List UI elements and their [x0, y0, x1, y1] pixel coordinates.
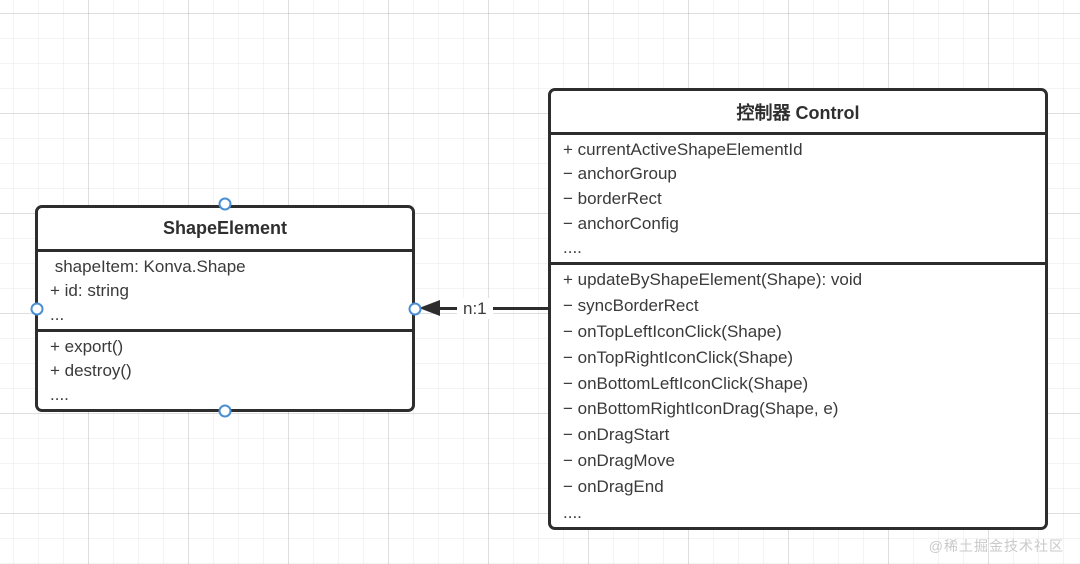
class-title-control: 控制器 Control: [551, 91, 1045, 135]
method-row: − onDragStart: [563, 425, 670, 445]
field-row: ....: [563, 238, 582, 258]
anchor-handle-top[interactable]: [218, 197, 232, 211]
field-row: ...: [50, 305, 65, 325]
method-row: ....: [563, 502, 582, 522]
anchor-handle-bottom[interactable]: [218, 404, 232, 418]
method-row: − syncBorderRect: [563, 296, 699, 316]
fields-compartment-control: + currentActiveShapeElementId − anchorGr…: [551, 135, 1045, 265]
field-row: + currentActiveShapeElementId: [563, 139, 803, 159]
field-row: + id: string: [50, 280, 129, 300]
method-row: + destroy(): [50, 360, 132, 380]
methods-compartment-control: + updateByShapeElement(Shape): void − sy…: [551, 265, 1045, 527]
field-row: shapeItem: Konva.Shape: [50, 256, 246, 276]
method-row: + updateByShapeElement(Shape): void: [563, 270, 863, 290]
arrowhead-icon: [419, 300, 440, 316]
class-title-shape-element: ShapeElement: [38, 208, 412, 252]
field-row: − borderRect: [563, 188, 662, 208]
anchor-handle-right[interactable]: [408, 302, 422, 316]
relation-edge[interactable]: [438, 307, 548, 310]
method-row: − onTopLeftIconClick(Shape): [563, 321, 782, 341]
field-row: − anchorGroup: [563, 164, 677, 184]
method-row: ....: [50, 385, 69, 405]
method-row: − onDragMove: [563, 450, 675, 470]
method-row: − onBottomRightIconDrag(Shape, e): [563, 399, 839, 419]
method-row: − onDragEnd: [563, 476, 664, 496]
field-row: − anchorConfig: [563, 213, 679, 233]
method-row: − onTopRightIconClick(Shape): [563, 347, 794, 367]
method-row: + export(): [50, 336, 124, 356]
watermark-text: @稀土掘金技术社区: [928, 538, 1064, 554]
method-row: − onBottomLeftIconClick(Shape): [563, 373, 809, 393]
class-box-control[interactable]: 控制器 Control + currentActiveShapeElementI…: [548, 88, 1048, 530]
class-box-shape-element[interactable]: ShapeElement shapeItem: Konva.Shape + id…: [35, 205, 415, 412]
relation-cardinality-label: n:1: [457, 298, 493, 319]
anchor-handle-left[interactable]: [30, 302, 44, 316]
methods-compartment-shape-element: + export() + destroy() ....: [38, 332, 412, 409]
fields-compartment-shape-element: shapeItem: Konva.Shape + id: string ...: [38, 252, 412, 332]
